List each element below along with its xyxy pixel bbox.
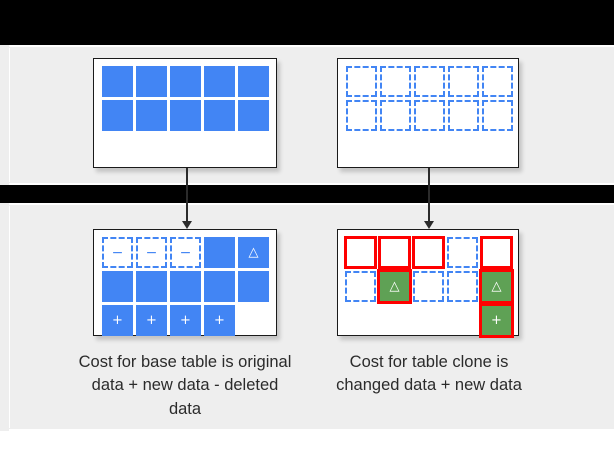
table-cell xyxy=(412,236,445,269)
table-clone-connector-arrow xyxy=(428,168,430,223)
plus-icon: + xyxy=(112,313,123,328)
base-table-after-grid: − − − △ + + + + xyxy=(102,237,269,336)
table-cell xyxy=(447,305,478,336)
table-cell xyxy=(413,305,444,336)
minus-icon: − xyxy=(111,244,124,261)
base-table-before-card xyxy=(93,58,277,168)
base-table-before-grid xyxy=(102,66,269,131)
table-cell xyxy=(482,100,513,131)
table-cell xyxy=(345,271,376,302)
plus-icon: + xyxy=(214,313,225,328)
delta-triangle-icon: △ xyxy=(389,279,400,294)
lower-panel-top-rule xyxy=(9,203,614,205)
table-cell xyxy=(480,236,513,269)
minus-icon: − xyxy=(145,244,158,261)
table-cell xyxy=(380,100,411,131)
table-cell: △ xyxy=(479,269,514,304)
table-cell xyxy=(102,100,133,131)
table-cell xyxy=(482,66,513,97)
delta-triangle-icon: △ xyxy=(491,279,502,294)
table-cell: △ xyxy=(377,269,412,304)
upper-panel-top-rule xyxy=(9,45,614,47)
table-cell xyxy=(204,237,235,268)
plus-icon: + xyxy=(491,313,502,328)
table-cell xyxy=(238,305,269,336)
table-cell: + xyxy=(136,305,167,336)
table-cell xyxy=(204,66,235,97)
table-cell xyxy=(102,271,133,302)
lower-panel-bottom-rule xyxy=(9,429,614,431)
table-cell xyxy=(414,100,445,131)
middle-letterbox-bar xyxy=(0,185,614,203)
table-cell xyxy=(136,100,167,131)
table-clone-after-grid: △ △ + xyxy=(344,236,514,338)
minus-icon: − xyxy=(179,244,192,261)
table-cell xyxy=(447,271,478,302)
base-table-after-card: − − − △ + + + + xyxy=(93,229,277,336)
table-clone-after-card: △ △ + xyxy=(337,229,519,338)
table-cell: − xyxy=(170,237,201,268)
delta-triangle-icon: △ xyxy=(248,245,259,260)
base-table-caption: Cost for base table is original data + n… xyxy=(78,353,292,418)
table-cell xyxy=(136,271,167,302)
table-cell xyxy=(448,100,479,131)
table-cell xyxy=(204,271,235,302)
table-cell xyxy=(238,66,269,97)
table-clone-before-grid xyxy=(346,66,513,131)
table-cell xyxy=(238,271,269,302)
table-cell: △ xyxy=(238,237,269,268)
top-letterbox-bar xyxy=(0,0,614,45)
table-cell xyxy=(344,236,377,269)
table-cell xyxy=(414,66,445,97)
table-cell xyxy=(346,66,377,97)
table-cell: − xyxy=(102,237,133,268)
plus-icon: + xyxy=(146,313,157,328)
table-cell xyxy=(413,271,444,302)
table-cell xyxy=(170,66,201,97)
table-cell xyxy=(102,66,133,97)
lower-panel-left-rule xyxy=(9,206,10,428)
upper-panel-bottom-rule xyxy=(9,183,614,185)
table-cell xyxy=(346,100,377,131)
table-cell xyxy=(170,100,201,131)
table-cell: + xyxy=(170,305,201,336)
base-table-arrowhead-icon xyxy=(182,221,192,229)
table-cell xyxy=(345,305,376,336)
table-clone-caption: Cost for table clone is changed data + n… xyxy=(336,353,522,395)
table-cell: − xyxy=(136,237,167,268)
table-cell xyxy=(447,237,478,268)
table-cell xyxy=(204,100,235,131)
table-clone-before-card xyxy=(337,58,519,168)
table-cell xyxy=(448,66,479,97)
table-cell xyxy=(379,305,410,336)
upper-panel-left-rule xyxy=(9,48,10,182)
table-cell: + xyxy=(204,305,235,336)
table-cell xyxy=(170,271,201,302)
table-cell xyxy=(136,66,167,97)
table-cell xyxy=(380,66,411,97)
table-cell xyxy=(378,236,411,269)
table-cell: + xyxy=(479,303,514,338)
table-cell xyxy=(238,100,269,131)
plus-icon: + xyxy=(180,313,191,328)
table-clone-arrowhead-icon xyxy=(424,221,434,229)
table-cell: + xyxy=(102,305,133,336)
base-table-connector-arrow xyxy=(186,168,188,223)
